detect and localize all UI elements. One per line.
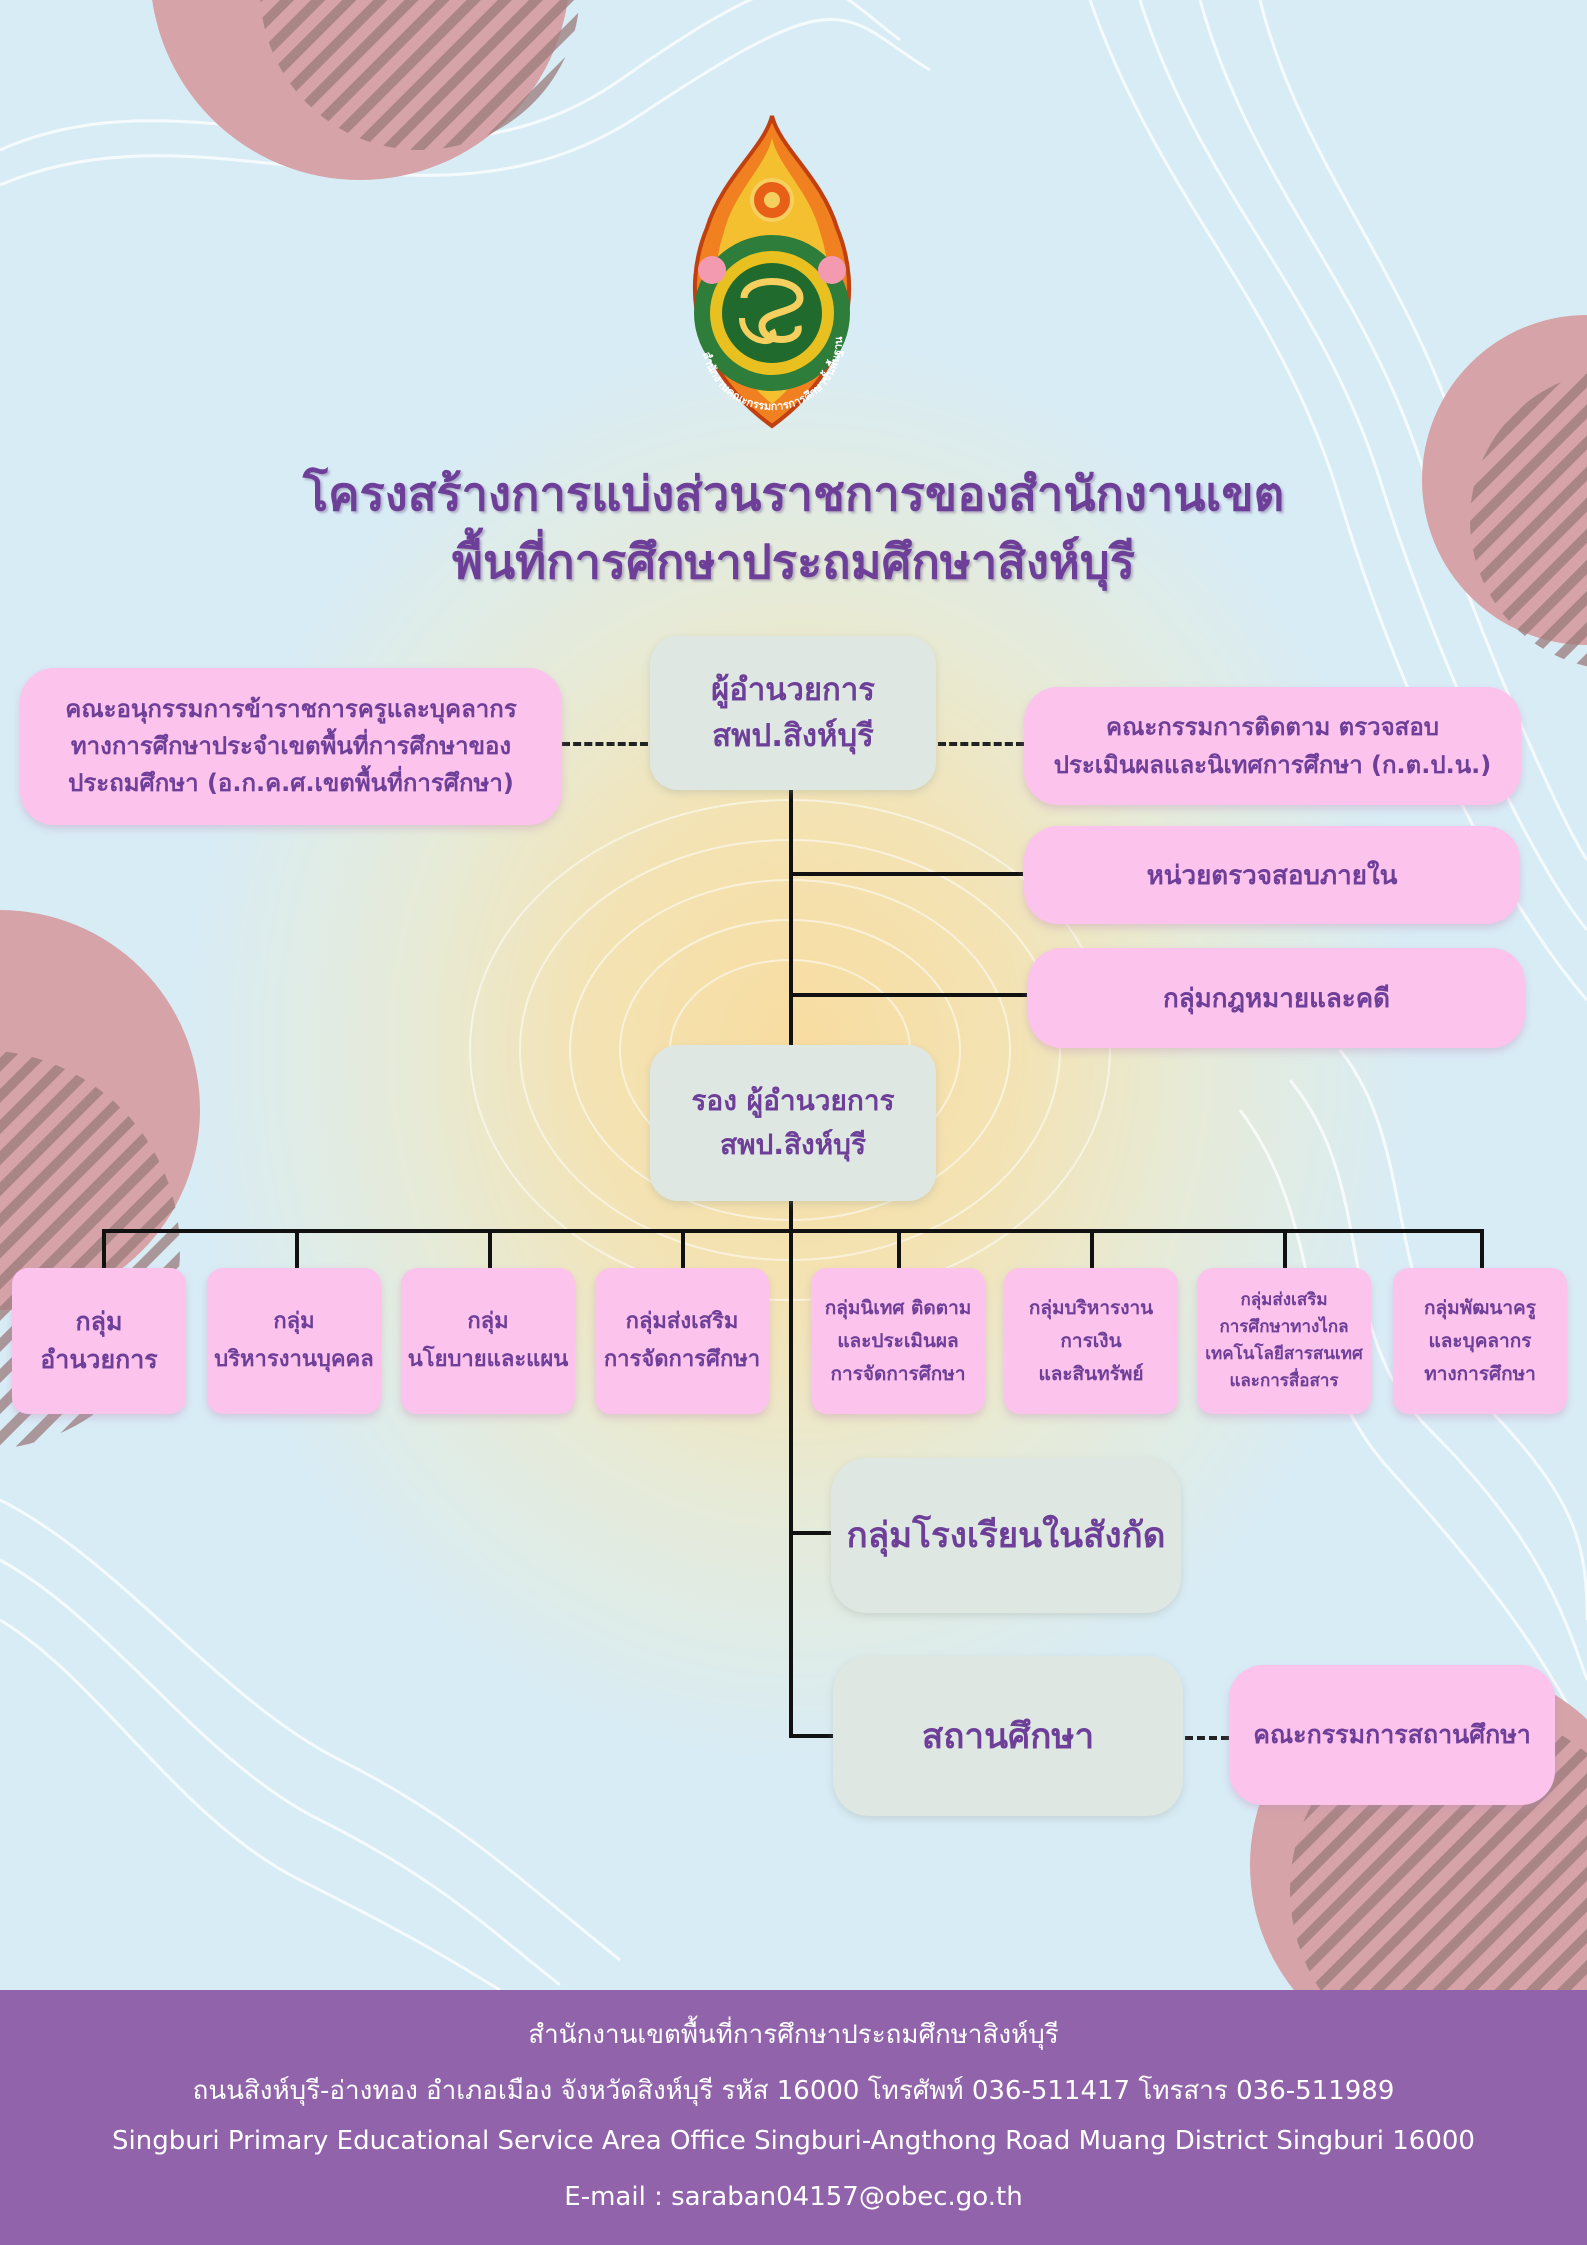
monitoring-committee-box: คณะกรรมการติดตาม ตรวจสอบ ประเมินผลและนิเ… — [1024, 687, 1521, 805]
group-box-5: กลุ่มนิเทศ ติดตาม และประเมินผล การจัดการ… — [811, 1268, 985, 1414]
school-groups-box: กลุ่มโรงเรียนในสังกัด — [831, 1458, 1181, 1613]
schools-label: สถานศึกษา — [921, 1716, 1095, 1757]
group-4-line2: การจัดการศึกษา — [603, 1347, 761, 1372]
group-drop-7 — [1283, 1229, 1287, 1269]
school-board-dashed-connector — [1185, 1736, 1229, 1740]
internal-audit-label: หน่วยตรวจสอบภายใน — [1146, 860, 1398, 891]
group-box-3: กลุ่ม นโยบายและแผน — [401, 1268, 575, 1414]
subcommittee-line3: ประถมศึกษา (อ.ก.ค.ศ.เขตพื้นที่การศึกษา) — [68, 769, 514, 797]
deputy-line2: สพป.สิงห์บุรี — [720, 1128, 866, 1161]
group-box-8: กลุ่มพัฒนาครู และบุคลากร ทางการศึกษา — [1393, 1268, 1567, 1414]
group-drop-4 — [681, 1229, 685, 1269]
monitoring-dashed-connector — [938, 742, 1024, 746]
group-7-line1: กลุ่มส่งเสริม — [1240, 1290, 1328, 1310]
group-box-4: กลุ่มส่งเสริม การจัดการศึกษา — [595, 1268, 769, 1414]
group-7-line2: การศึกษาทางไกล — [1219, 1317, 1349, 1337]
legal-group-box: กลุ่มกฎหมายและคดี — [1028, 948, 1525, 1048]
internal-audit-connector — [791, 872, 1023, 876]
group-drop-3 — [488, 1229, 492, 1269]
group-2-line1: กลุ่ม — [273, 1309, 315, 1334]
subcommittee-line1: คณะอนุกรรมการข้าราชการครูและบุคลากร — [65, 695, 517, 723]
group-drop-6 — [1090, 1229, 1094, 1269]
group-drop-5 — [897, 1229, 901, 1269]
groups-horizontal-connector — [102, 1229, 1484, 1233]
group-drop-8 — [1480, 1229, 1484, 1269]
legal-group-label: กลุ่มกฎหมายและคดี — [1162, 983, 1391, 1014]
deputy-line1: รอง ผู้อำนวยการ — [691, 1084, 895, 1117]
group-drop-2 — [295, 1229, 299, 1269]
monitoring-line1: คณะกรรมการติดตาม ตรวจสอบ — [1106, 713, 1439, 741]
group-2-line2: บริหารงานบุคคล — [214, 1347, 374, 1372]
subcommittee-line2: ทางการศึกษาประจำเขตพื้นที่การศึกษาของ — [70, 732, 512, 760]
page-title-line1: โครงสร้างการแบ่งส่วนราชการของสำนักงานเขต — [302, 467, 1285, 522]
school-board-box: คณะกรรมการสถานศึกษา — [1229, 1665, 1555, 1805]
page-title-line2: พื้นที่การศึกษาประถมศึกษาสิงห์บุรี — [452, 535, 1135, 590]
group-8-line1: กลุ่มพัฒนาครู — [1424, 1296, 1536, 1319]
group-5-line1: กลุ่มนิเทศ ติดตาม — [824, 1296, 972, 1319]
group-7-line3: เทคโนโลยีสารสนเทศ — [1205, 1344, 1363, 1364]
main-vertical-connector — [789, 790, 793, 1738]
footer-office-name: สำนักงานเขตพื้นที่การศึกษาประถมศึกษาสิงห… — [528, 2020, 1059, 2050]
group-box-6: กลุ่มบริหารงาน การเงิน และสินทรัพย์ — [1004, 1268, 1178, 1414]
group-6-line3: และสินทรัพย์ — [1038, 1362, 1144, 1385]
director-line1: ผู้อำนวยการ — [711, 672, 875, 708]
footer-address-english: Singburi Primary Educational Service Are… — [112, 2126, 1475, 2156]
group-8-line3: ทางการศึกษา — [1424, 1362, 1536, 1385]
school-groups-label: กลุ่มโรงเรียนในสังกัด — [846, 1516, 1166, 1556]
deputy-director-box: รอง ผู้อำนวยการ สพป.สิงห์บุรี — [650, 1045, 936, 1201]
footer: สำนักงานเขตพื้นที่การศึกษาประถมศึกษาสิงห… — [0, 1990, 1587, 2245]
footer-address-thai: ถนนสิงห์บุรี-อ่างทอง อำเภอเมือง จังหวัดส… — [192, 2076, 1395, 2106]
obec-emblem-logo: สำนักงานคณะกรรมการการศึกษาขั้นพื้นฐาน — [672, 108, 872, 438]
group-3-line2: นโยบายและแผน — [407, 1347, 569, 1372]
group-7-line4: และการสื่อสาร — [1229, 1371, 1339, 1391]
schools-box: สถานศึกษา — [833, 1656, 1183, 1816]
group-box-7: กลุ่มส่งเสริม การศึกษาทางไกล เทคโนโลยีสา… — [1197, 1268, 1371, 1414]
group-6-line2: การเงิน — [1060, 1329, 1122, 1352]
group-4-line1: กลุ่มส่งเสริม — [625, 1309, 739, 1334]
director-line2: สพป.สิงห์บุรี — [712, 718, 874, 754]
director-box: ผู้อำนวยการ สพป.สิงห์บุรี — [650, 636, 936, 790]
group-box-2: กลุ่ม บริหารงานบุคคล — [207, 1268, 381, 1414]
legal-group-connector — [791, 993, 1027, 997]
group-1-line1: กลุ่ม — [75, 1307, 123, 1336]
subcommittee-box: คณะอนุกรรมการข้าราชการครูและบุคลากร ทางก… — [20, 668, 562, 825]
group-5-line2: และประเมินผล — [837, 1329, 959, 1352]
school-board-label: คณะกรรมการสถานศึกษา — [1253, 1720, 1531, 1749]
subcommittee-dashed-connector — [562, 742, 648, 746]
group-6-line1: กลุ่มบริหารงาน — [1028, 1296, 1154, 1319]
group-5-line3: การจัดการศึกษา — [830, 1362, 966, 1385]
footer-email: E-mail : saraban04157@obec.go.th — [564, 2182, 1023, 2212]
school-groups-connector — [791, 1531, 831, 1535]
internal-audit-box: หน่วยตรวจสอบภายใน — [1024, 826, 1520, 924]
group-drop-1 — [102, 1229, 106, 1269]
group-box-1: กลุ่ม อำนวยการ — [12, 1268, 186, 1414]
group-8-line2: และบุคลากร — [1428, 1329, 1532, 1352]
group-1-line2: อำนวยการ — [40, 1345, 158, 1374]
monitoring-line2: ประเมินผลและนิเทศการศึกษา (ก.ต.ป.น.) — [1053, 751, 1492, 779]
schools-connector — [791, 1734, 833, 1738]
group-3-line1: กลุ่ม — [467, 1309, 509, 1334]
